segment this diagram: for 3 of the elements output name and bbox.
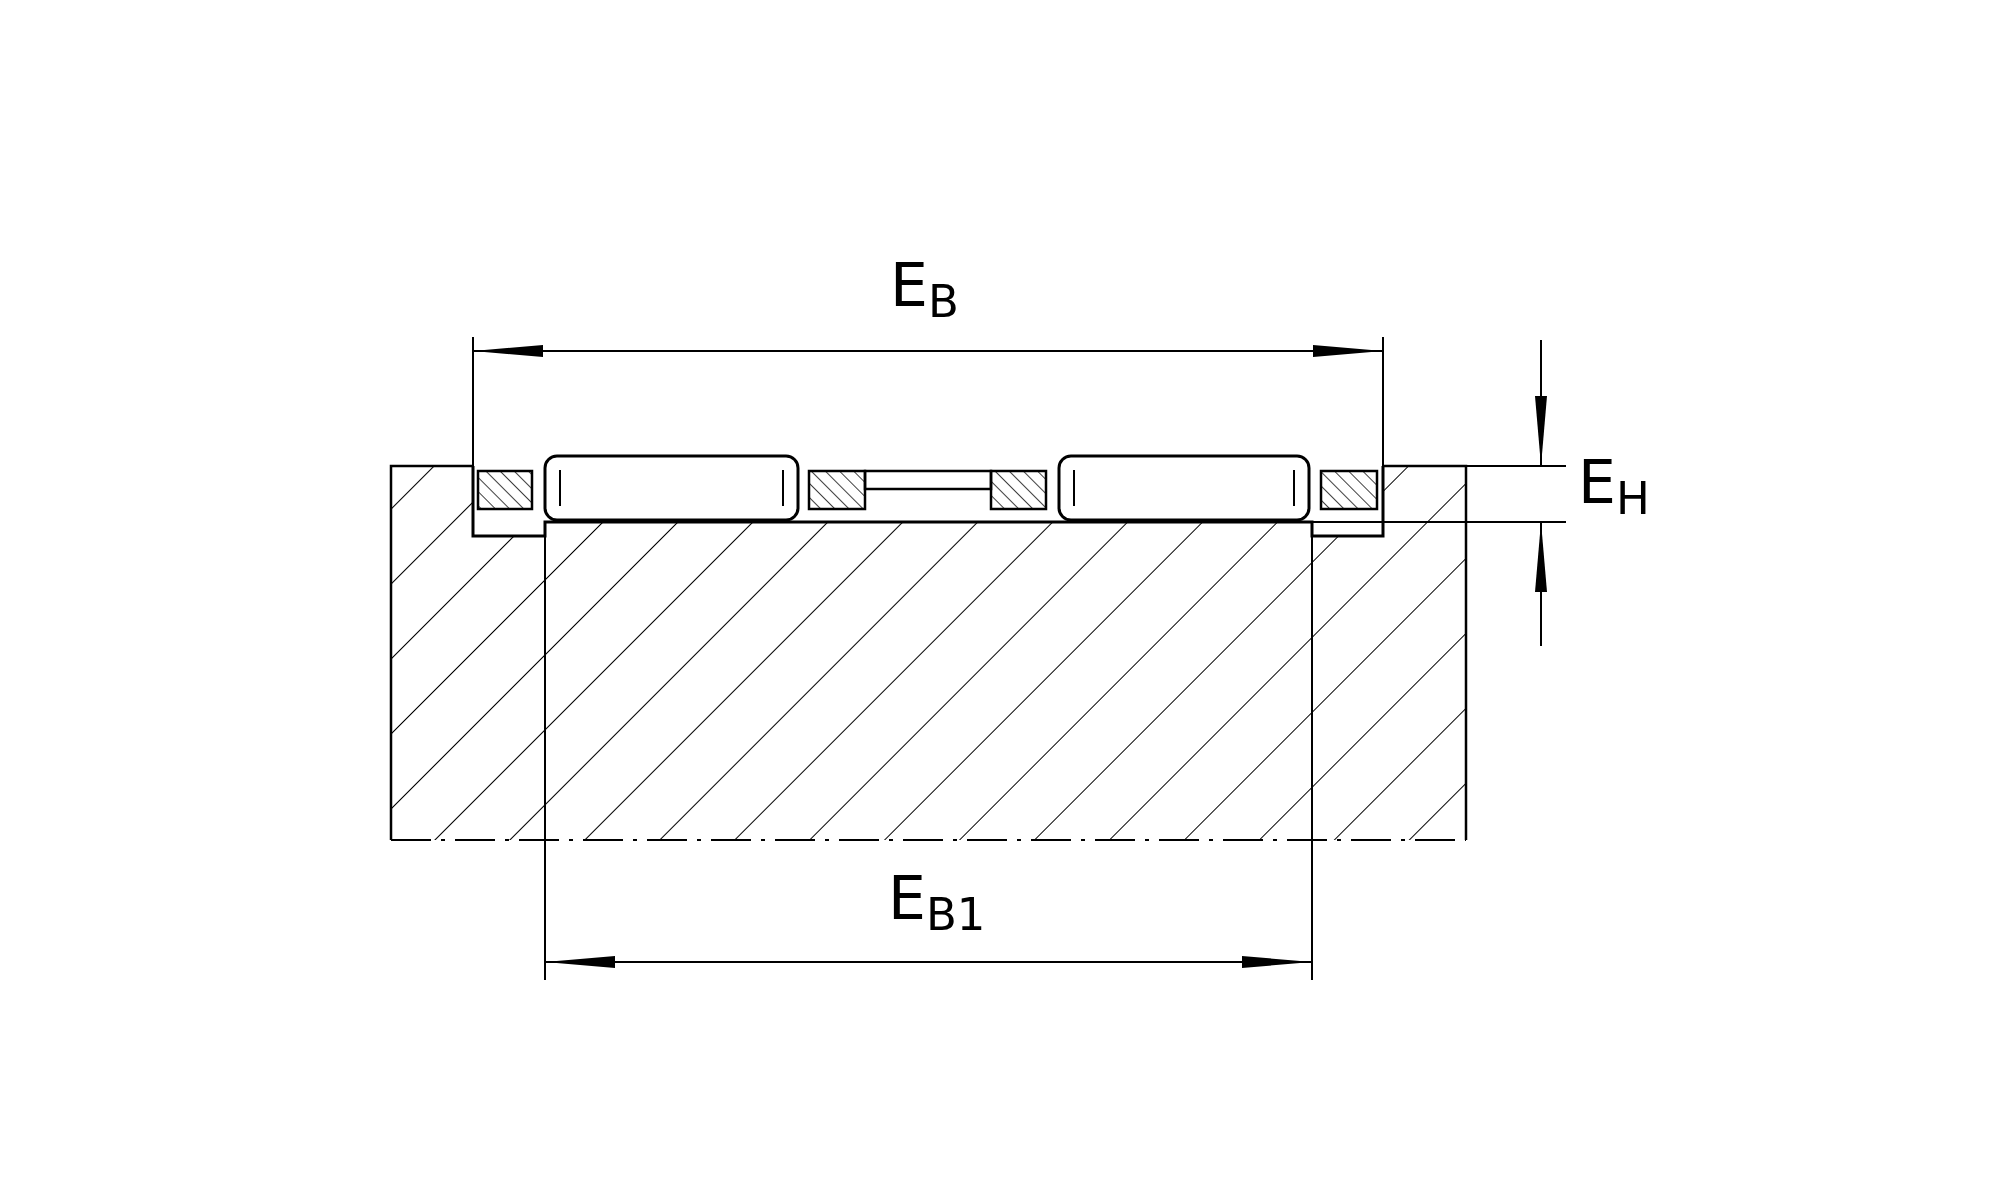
dimension-label: E$_{H}$ bbox=[1578, 452, 1650, 512]
dimension-label: E$_{B1}$ bbox=[888, 868, 986, 928]
dimension-label: E$_{B}$ bbox=[890, 255, 959, 315]
